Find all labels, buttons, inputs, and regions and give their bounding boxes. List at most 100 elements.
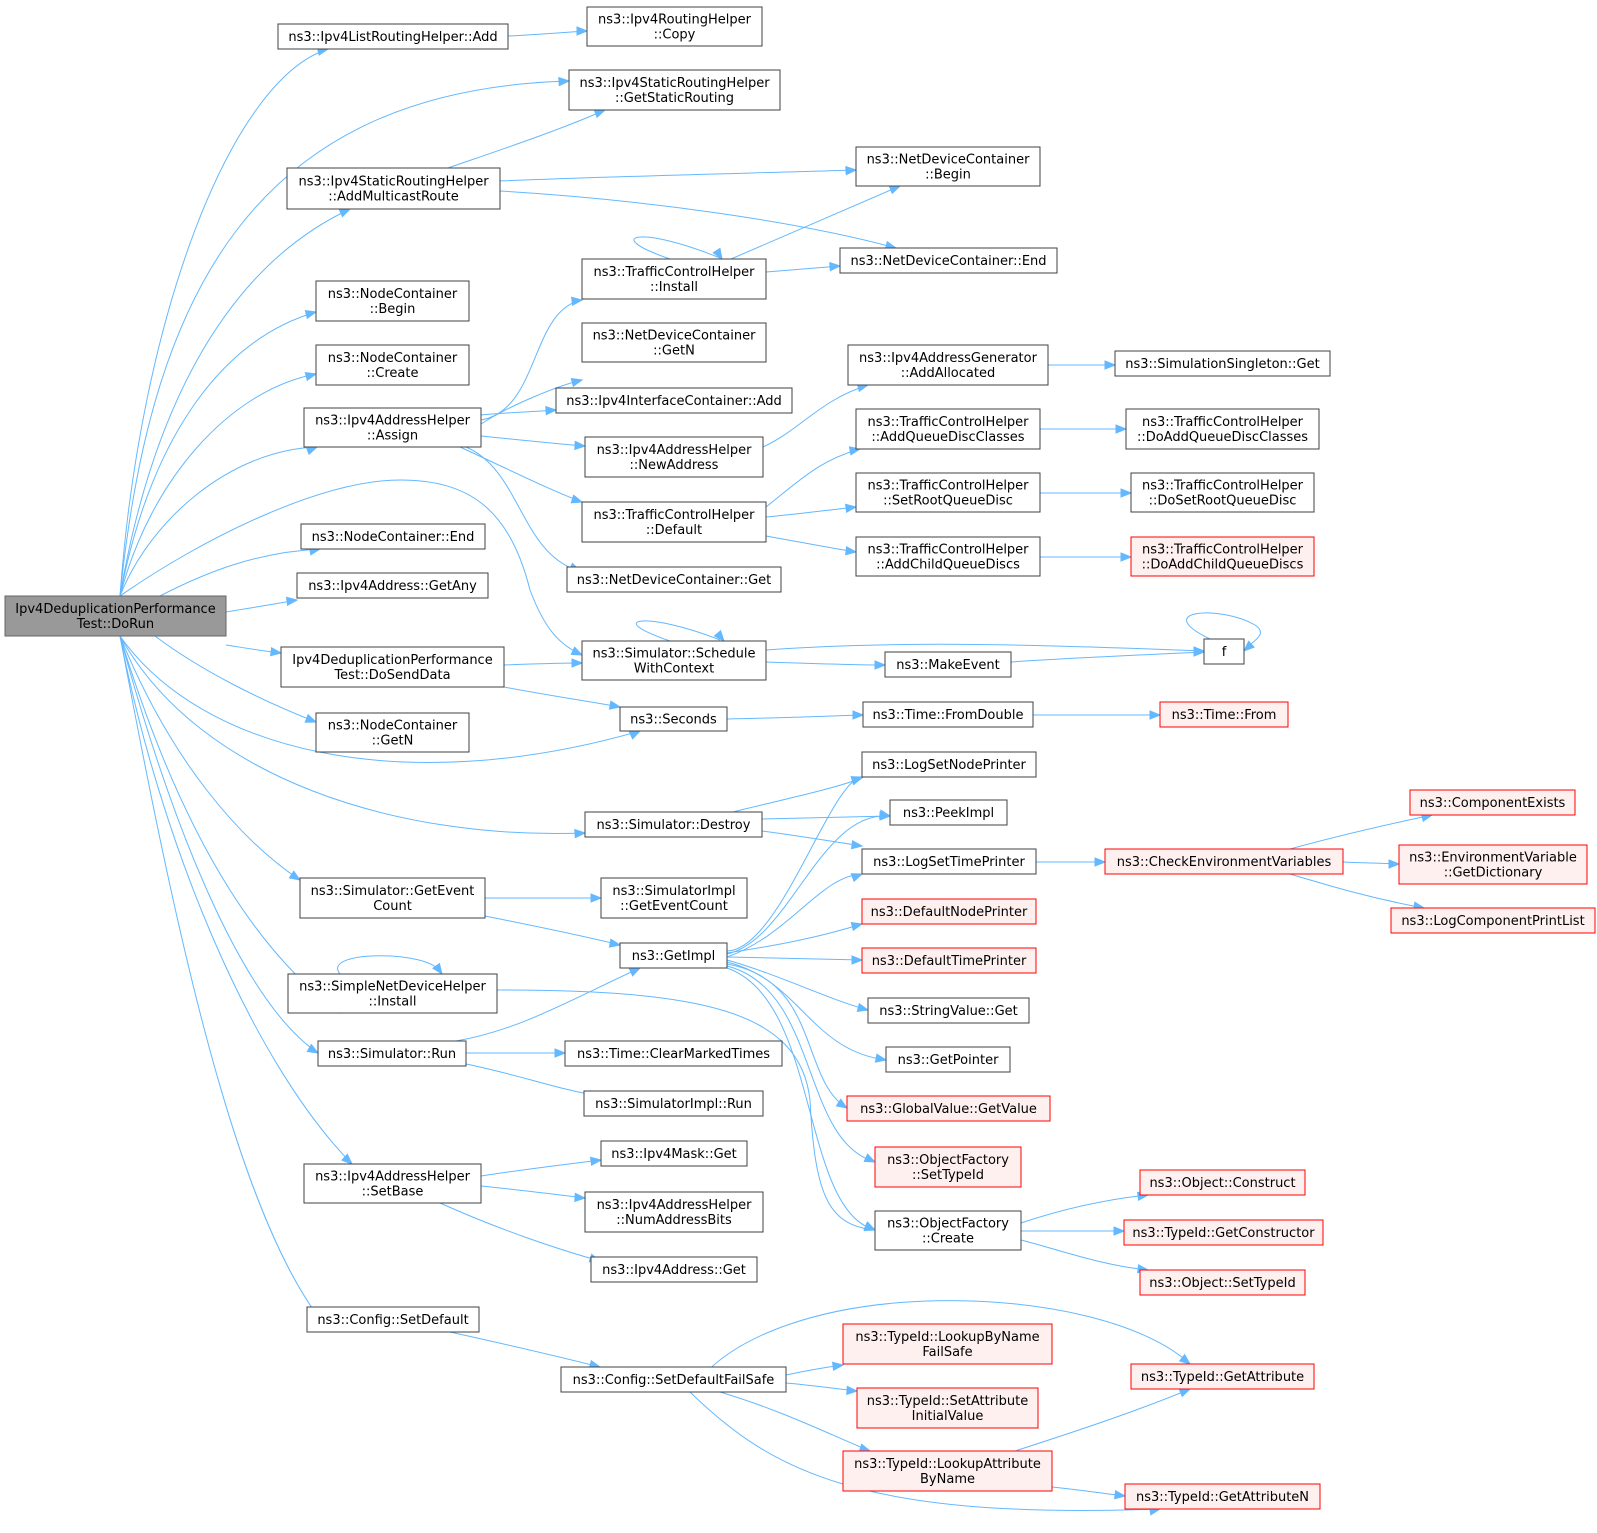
graph-node-sndh-install[interactable]: ns3::SimpleNetDeviceHelper::Install [287, 973, 498, 1014]
graph-node-nc-end[interactable]: ns3::NodeContainer::End [300, 523, 486, 550]
graph-node-getpointer[interactable]: ns3::GetPointer [885, 1046, 1011, 1073]
graph-node-nc-begin[interactable]: ns3::NodeContainer::Begin [315, 280, 470, 322]
graph-node-iah-setbase[interactable]: ns3::Ipv4AddressHelper::SetBase [303, 1163, 482, 1204]
node-label: ns3::Ipv4AddressHelper [597, 1198, 753, 1213]
node-label: ::GetN [653, 344, 695, 359]
graph-node-seconds[interactable]: ns3::Seconds [619, 706, 728, 732]
graph-node-obj-settypeid[interactable]: ns3::Object::SetTypeId [1139, 1269, 1306, 1296]
node-box [1123, 1219, 1324, 1246]
call-edge-arrowhead [1193, 647, 1206, 657]
graph-node-time-fd[interactable]: ns3::Time::FromDouble [862, 701, 1034, 728]
call-edge-arrowhead [608, 938, 622, 948]
graph-node-of-settypeid[interactable]: ns3::ObjectFactory::SetTypeId [874, 1146, 1022, 1188]
call-edge [459, 446, 583, 503]
graph-node-tid-getctor[interactable]: ns3::TypeId::GetConstructor [1123, 1219, 1324, 1246]
graph-node-iah-nab[interactable]: ns3::Ipv4AddressHelper::NumAddressBits [584, 1191, 764, 1233]
graph-node-srh-gsr[interactable]: ns3::Ipv4StaticRoutingHelper::GetStaticR… [568, 69, 781, 111]
call-edge-arrowhead [570, 646, 584, 656]
graph-node-peekimpl[interactable]: ns3::PeekImpl [889, 799, 1008, 826]
graph-node-makeevent[interactable]: ns3::MakeEvent [884, 651, 1012, 678]
graph-node-simimpl-run[interactable]: ns3::SimulatorImpl::Run [583, 1090, 764, 1117]
node-box [842, 1450, 1053, 1492]
call-edge-arrowhead [844, 503, 858, 514]
graph-node-f[interactable]: f [1203, 638, 1245, 665]
graph-node-nc-create[interactable]: ns3::NodeContainer::Create [315, 344, 470, 386]
graph-node-ss-get[interactable]: ns3::SimulationSingleton::Get [1114, 350, 1331, 377]
graph-node-compexists[interactable]: ns3::ComponentExists [1409, 789, 1576, 816]
graph-node-ia-get[interactable]: ns3::Ipv4Address::Get [590, 1256, 758, 1283]
graph-node-sim-destroy[interactable]: ns3::Simulator::Destroy [584, 811, 763, 838]
graph-node-tch-doacqd[interactable]: ns3::TrafficControlHelper::DoAddChildQue… [1130, 536, 1315, 577]
node-box [889, 799, 1008, 826]
call-edge [503, 662, 583, 666]
node-box [315, 712, 470, 753]
graph-node-envvar[interactable]: ns3::EnvironmentVariable::GetDictionary [1398, 844, 1588, 885]
graph-node-gv-getvalue[interactable]: ns3::GlobalValue::GetValue [846, 1095, 1051, 1122]
graph-node-tch-acqd[interactable]: ns3::TrafficControlHelper::AddChildQueue… [855, 536, 1041, 577]
graph-node-defnp[interactable]: ns3::DefaultNodePrinter [861, 898, 1037, 925]
graph-node-nc-getn[interactable]: ns3::NodeContainer::GetN [315, 712, 470, 753]
graph-node-ddpt-dsd[interactable]: Ipv4DeduplicationPerformanceTest::DoSend… [280, 646, 505, 688]
node-label: ns3::Seconds [630, 713, 717, 728]
node-label: ns3::LogSetTimePrinter [873, 855, 1025, 870]
call-edge [762, 384, 869, 448]
graph-node-logsnp[interactable]: ns3::LogSetNodePrinter [861, 751, 1037, 778]
call-edge-arrowhead [1178, 1388, 1192, 1398]
graph-node-lrh-add[interactable]: ns3::Ipv4ListRoutingHelper::Add [277, 23, 509, 50]
graph-node-rh-copy[interactable]: ns3::Ipv4RoutingHelper::Copy [586, 6, 763, 47]
graph-node-deftp[interactable]: ns3::DefaultTimePrinter [861, 947, 1037, 974]
call-edge [726, 965, 876, 1163]
node-label: ns3::TrafficControlHelper [1142, 543, 1304, 558]
graph-node-sv-get[interactable]: ns3::StringValue::Get [867, 997, 1030, 1024]
node-label: ns3::LogComponentPrintList [1401, 914, 1584, 929]
graph-node-tch-dosrqd[interactable]: ns3::TrafficControlHelper::DoSetRootQueu… [1130, 472, 1315, 513]
graph-node-iah-assign[interactable]: ns3::Ipv4AddressHelper::Assign [303, 407, 482, 448]
graph-node-cfg-setdefault[interactable]: ns3::Config::SetDefault [306, 1306, 480, 1333]
graph-node-tch-default[interactable]: ns3::TrafficControlHelper::Default [581, 501, 767, 543]
graph-node-obj-construct[interactable]: ns3::Object::Construct [1139, 1169, 1306, 1196]
graph-node-tch-aqdc[interactable]: ns3::TrafficControlHelper::AddQueueDiscC… [855, 408, 1041, 450]
node-label: ns3::NetDeviceContainer::End [850, 254, 1046, 269]
graph-node-ia-getany[interactable]: ns3::Ipv4Address::GetAny [296, 572, 489, 599]
graph-node-iag-aa[interactable]: ns3::Ipv4AddressGenerator::AddAllocated [847, 344, 1049, 386]
node-box [590, 1256, 758, 1283]
graph-node-tch-srqd[interactable]: ns3::TrafficControlHelper::SetRootQueueD… [855, 472, 1041, 513]
graph-node-srh-amr[interactable]: ns3::Ipv4StaticRoutingHelper::AddMultica… [286, 167, 501, 210]
graph-node-simimpl-gec[interactable]: ns3::SimulatorImpl::GetEventCount [600, 877, 748, 919]
call-edge [119, 635, 321, 1320]
graph-node-mask-get[interactable]: ns3::Ipv4Mask::Get [600, 1140, 748, 1167]
graph-node-logcpl[interactable]: ns3::LogComponentPrintList [1390, 907, 1596, 934]
node-label: ::NewAddress [630, 458, 719, 473]
call-edge-arrowhead [845, 165, 858, 176]
graph-node-logstp[interactable]: ns3::LogSetTimePrinter [861, 848, 1037, 875]
graph-node-checkenv[interactable]: ns3::CheckEnvironmentVariables [1104, 848, 1344, 875]
graph-node-sim-gec[interactable]: ns3::Simulator::GetEventCount [299, 877, 486, 919]
graph-node-ndc-getn[interactable]: ns3::NetDeviceContainer::GetN [581, 322, 767, 363]
graph-node-tid-getattr[interactable]: ns3::TypeId::GetAttribute [1130, 1363, 1315, 1390]
node-label: ns3::Ipv4StaticRoutingHelper [579, 76, 770, 91]
graph-node-iah-na[interactable]: ns3::Ipv4AddressHelper::NewAddress [584, 436, 764, 478]
call-edge-arrowhead [850, 776, 864, 786]
call-edge-arrowhead [574, 440, 587, 451]
graph-node-getimpl[interactable]: ns3::GetImpl [619, 942, 728, 969]
graph-node-ndc-begin[interactable]: ns3::NetDeviceContainer::Begin [855, 146, 1041, 187]
graph-node-time-from[interactable]: ns3::Time::From [1159, 701, 1289, 728]
graph-node-time-cmt[interactable]: ns3::Time::ClearMarkedTimes [564, 1040, 783, 1067]
graph-node-ndc-get[interactable]: ns3::NetDeviceContainer::Get [566, 566, 782, 593]
node-label: ::DoSetRootQueueDisc [1149, 494, 1297, 509]
graph-node-of-create[interactable]: ns3::ObjectFactory::Create [874, 1210, 1022, 1251]
graph-node-tid-getattrn[interactable]: ns3::TypeId::GetAttributeN [1124, 1483, 1321, 1510]
graph-node-tch-install[interactable]: ns3::TrafficControlHelper::Install [581, 258, 767, 300]
node-label: ns3::TrafficControlHelper [867, 415, 1029, 430]
graph-node-cfg-sdfs[interactable]: ns3::Config::SetDefaultFailSafe [560, 1366, 787, 1393]
node-label: ns3::Ipv4RoutingHelper [598, 13, 752, 28]
graph-node-ndc-end[interactable]: ns3::NetDeviceContainer::End [839, 247, 1058, 274]
graph-node-iac-add[interactable]: ns3::Ipv4InterfaceContainer::Add [555, 387, 793, 414]
graph-node-sim-run[interactable]: ns3::Simulator::Run [317, 1040, 467, 1067]
graph-node-tch-doaqdc[interactable]: ns3::TrafficControlHelper::DoAddQueueDis… [1125, 408, 1320, 450]
